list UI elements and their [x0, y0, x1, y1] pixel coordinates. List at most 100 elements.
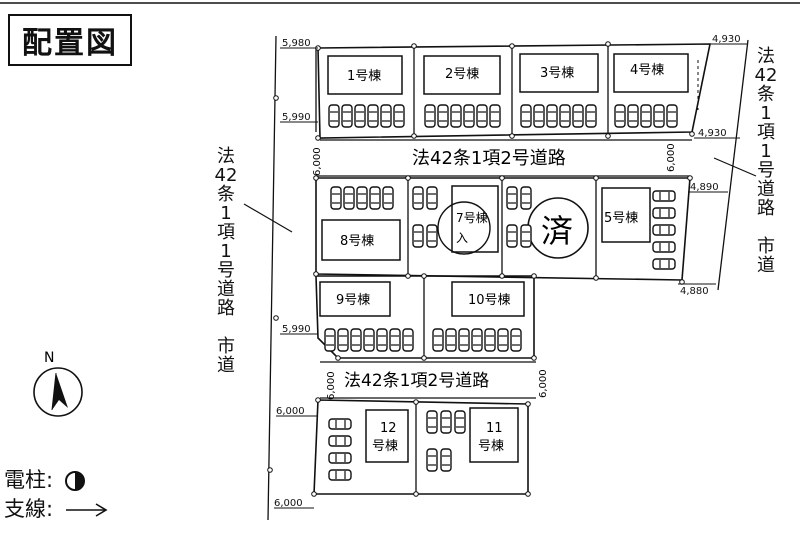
parking-space	[356, 186, 368, 210]
pole-marker	[405, 273, 411, 279]
house-outlines	[327, 53, 689, 95]
road-name-char: 項	[757, 122, 775, 143]
compass: N	[33, 350, 83, 417]
pole-marker	[413, 491, 419, 497]
parking-space	[653, 104, 665, 128]
lot-12-number: 12	[380, 421, 397, 436]
parking-space	[440, 410, 452, 434]
pole-marker	[313, 271, 319, 277]
parking-space	[520, 186, 532, 210]
road-name-char: 道	[757, 255, 775, 276]
dim-bottom-left-2: 6,000	[274, 498, 303, 509]
middle-block-dividers	[407, 178, 597, 278]
parking-space	[426, 410, 438, 434]
parking-space	[506, 224, 518, 248]
parking-space	[546, 104, 558, 128]
right-road-leader	[713, 157, 757, 177]
road-name-char: 道	[217, 279, 235, 300]
parking-space	[484, 328, 496, 352]
parking-space	[328, 418, 352, 430]
parking-space	[497, 328, 509, 352]
pole-marker	[273, 315, 279, 321]
lot-7-note: 入	[456, 231, 468, 245]
parking-space	[510, 328, 522, 352]
pole-marker	[605, 41, 611, 47]
parking-space	[432, 328, 444, 352]
left-road-leader	[243, 203, 293, 233]
parking-space	[652, 190, 676, 202]
parking-space	[376, 328, 388, 352]
parking-space	[426, 448, 438, 472]
parking-space	[324, 328, 336, 352]
parking-space	[337, 328, 349, 352]
legend-pole: 電柱:	[4, 468, 86, 492]
parking-space	[328, 435, 352, 447]
dim-right-4: 4,880	[680, 286, 709, 297]
road-name-char: 項	[217, 222, 235, 243]
parking-space	[426, 186, 438, 210]
lot-10-label: 10号棟	[468, 293, 511, 308]
lot-12-suffix: 号棟	[372, 439, 398, 454]
parking-space	[440, 448, 452, 472]
north-arrow-icon	[52, 373, 68, 410]
lot-8-label: 8号棟	[340, 234, 374, 249]
upper-block-dividers	[413, 45, 609, 136]
road1-left-width: 6,000	[312, 147, 323, 176]
parking-space	[382, 186, 394, 210]
guy-wire-arrow-icon	[65, 503, 108, 517]
parking-space	[489, 104, 501, 128]
compass-north-label: N	[44, 350, 54, 366]
road-name-char: 市	[217, 336, 235, 357]
pole-marker	[531, 273, 537, 279]
parking-space	[363, 328, 375, 352]
road-name-char: 法	[757, 46, 775, 67]
parking-space	[458, 328, 470, 352]
road-name-char: 道	[757, 179, 775, 200]
parking-space	[369, 186, 381, 210]
lot-1-label: 1号棟	[347, 69, 381, 84]
road1-right-width: 6,000	[666, 143, 677, 172]
parking-space	[585, 104, 597, 128]
sold-mark: 済	[541, 212, 573, 250]
parking-space	[328, 452, 352, 464]
parking-space	[533, 104, 545, 128]
dim-mid-left: 5,990	[282, 324, 311, 335]
parking-space	[520, 104, 532, 128]
road-name-char: 42	[215, 165, 238, 186]
parking-space	[426, 224, 438, 248]
pole-marker	[313, 175, 319, 181]
parking-space	[652, 258, 676, 270]
pole-marker	[525, 491, 531, 497]
lot-9-label: 9号棟	[336, 293, 370, 308]
road-name-char: 条	[217, 184, 235, 205]
pole-marker	[605, 133, 611, 139]
parking-space	[350, 328, 362, 352]
parking-space	[380, 104, 392, 128]
pole-marker	[509, 43, 515, 49]
dim-top-left-2: 5,990	[282, 112, 311, 123]
road-name-char: 路	[757, 198, 775, 219]
legend-pole-label: 電柱:	[4, 468, 54, 492]
parking-space	[367, 104, 379, 128]
parking-space	[652, 224, 676, 236]
right-road	[717, 39, 749, 291]
parking-space	[343, 186, 355, 210]
pole-marker	[499, 175, 505, 181]
road-name-char: 道	[217, 355, 235, 376]
lower-road-label: 法42条1項2号道路	[344, 371, 489, 391]
pole-marker	[335, 355, 341, 361]
lot-11-suffix: 号棟	[478, 439, 504, 454]
lot-7-label: 7号棟	[456, 210, 488, 225]
road-name-char: 42	[755, 65, 778, 86]
parking-space	[520, 224, 532, 248]
utility-pole-icon	[64, 471, 85, 491]
parking-space	[450, 104, 462, 128]
lower-block	[315, 275, 535, 359]
parking-space	[471, 328, 483, 352]
parking-space	[328, 104, 340, 128]
pole-marker	[593, 275, 599, 281]
road-name-char: 条	[757, 84, 775, 105]
parking-space	[463, 104, 475, 128]
road-name-char: 1	[760, 103, 771, 124]
